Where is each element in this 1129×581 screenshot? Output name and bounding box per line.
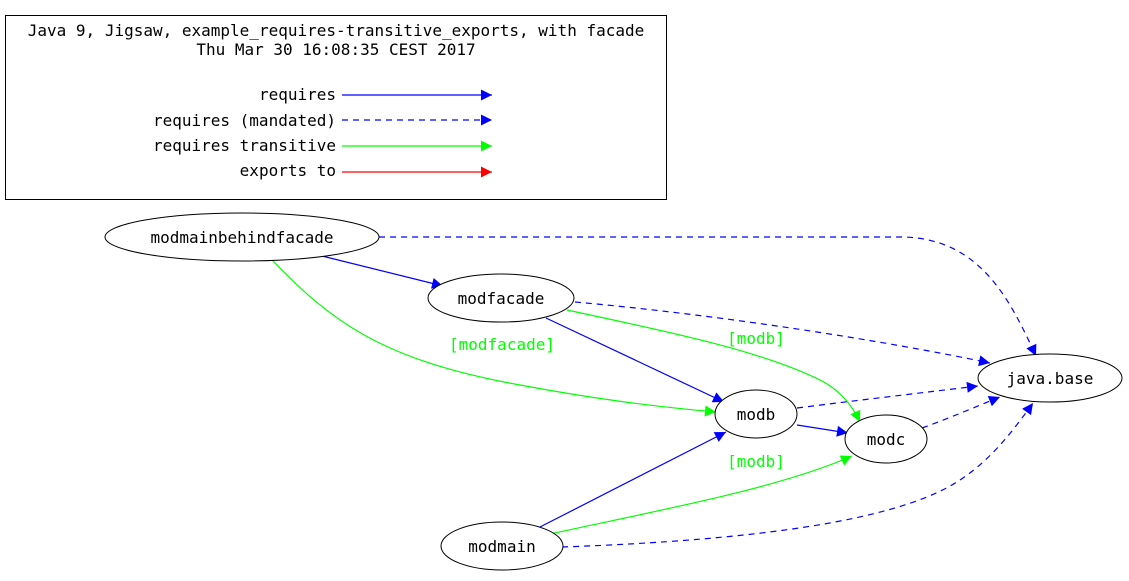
nodes: modmainbehindfacade modfacade modb modc … <box>104 212 1123 571</box>
legend-label-exports-to: exports to <box>240 161 336 180</box>
edge-modb-modc <box>796 424 849 437</box>
node-label: modc <box>867 430 906 449</box>
edge-modfacade-java-base <box>574 301 991 367</box>
node-modmain[interactable]: modmain <box>440 521 564 571</box>
edge-label-modb-lower: [modb] <box>727 452 785 471</box>
edge-modmainbehindfacade-modb <box>271 259 717 417</box>
edge-modmainbehindfacade-modfacade <box>321 255 444 289</box>
node-label: modb <box>737 405 776 424</box>
edge-modmain-modc <box>549 455 853 535</box>
node-modmainbehindfacade[interactable]: modmainbehindfacade <box>104 212 380 262</box>
node-label: modfacade <box>458 289 545 308</box>
legend-label-requires: requires <box>259 85 336 104</box>
edge-modfacade-modc <box>566 309 861 423</box>
edge-modb-java-base <box>796 381 979 409</box>
legend-subtitle: Thu Mar 30 16:08:35 CEST 2017 <box>196 40 475 59</box>
legend-label-requires-transitive: requires transitive <box>153 136 336 155</box>
edge-modfacade-modb <box>545 317 725 403</box>
legend-item-requires: requires <box>259 85 492 104</box>
edge-label-modb-upper: [modb] <box>727 329 785 348</box>
legend-box <box>5 15 667 200</box>
node-modfacade[interactable]: modfacade <box>427 273 575 323</box>
edge-modmainbehindfacade-java-base <box>379 236 1037 357</box>
edges <box>271 236 1037 548</box>
node-shape <box>714 389 798 439</box>
edge-modmain-modb <box>539 431 727 528</box>
edge-modmain-java-base <box>561 402 1034 548</box>
edge-labels: [modfacade] [modb] [modb] <box>449 329 785 471</box>
node-shape <box>104 212 380 262</box>
node-shape <box>427 273 575 323</box>
node-java-base[interactable]: java.base <box>977 353 1123 403</box>
node-modb[interactable]: modb <box>714 389 798 439</box>
node-label: java.base <box>1007 369 1094 388</box>
node-label: modmainbehindfacade <box>150 228 333 247</box>
edge-modc-java-base <box>921 395 1001 429</box>
node-label: modmain <box>468 537 535 556</box>
node-modc[interactable]: modc <box>844 414 928 464</box>
node-shape <box>977 353 1123 403</box>
legend: Java 9, Jigsaw, example_requires-transit… <box>5 15 667 200</box>
legend-item-requires-mandated: requires (mandated) <box>153 111 492 130</box>
node-shape <box>440 521 564 571</box>
edge-label-modfacade: [modfacade] <box>449 335 555 354</box>
legend-label-requires-mandated: requires (mandated) <box>153 111 336 130</box>
node-shape <box>844 414 928 464</box>
legend-item-requires-transitive: requires transitive <box>153 136 492 155</box>
legend-title: Java 9, Jigsaw, example_requires-transit… <box>28 21 645 40</box>
legend-item-exports-to: exports to <box>240 161 492 180</box>
